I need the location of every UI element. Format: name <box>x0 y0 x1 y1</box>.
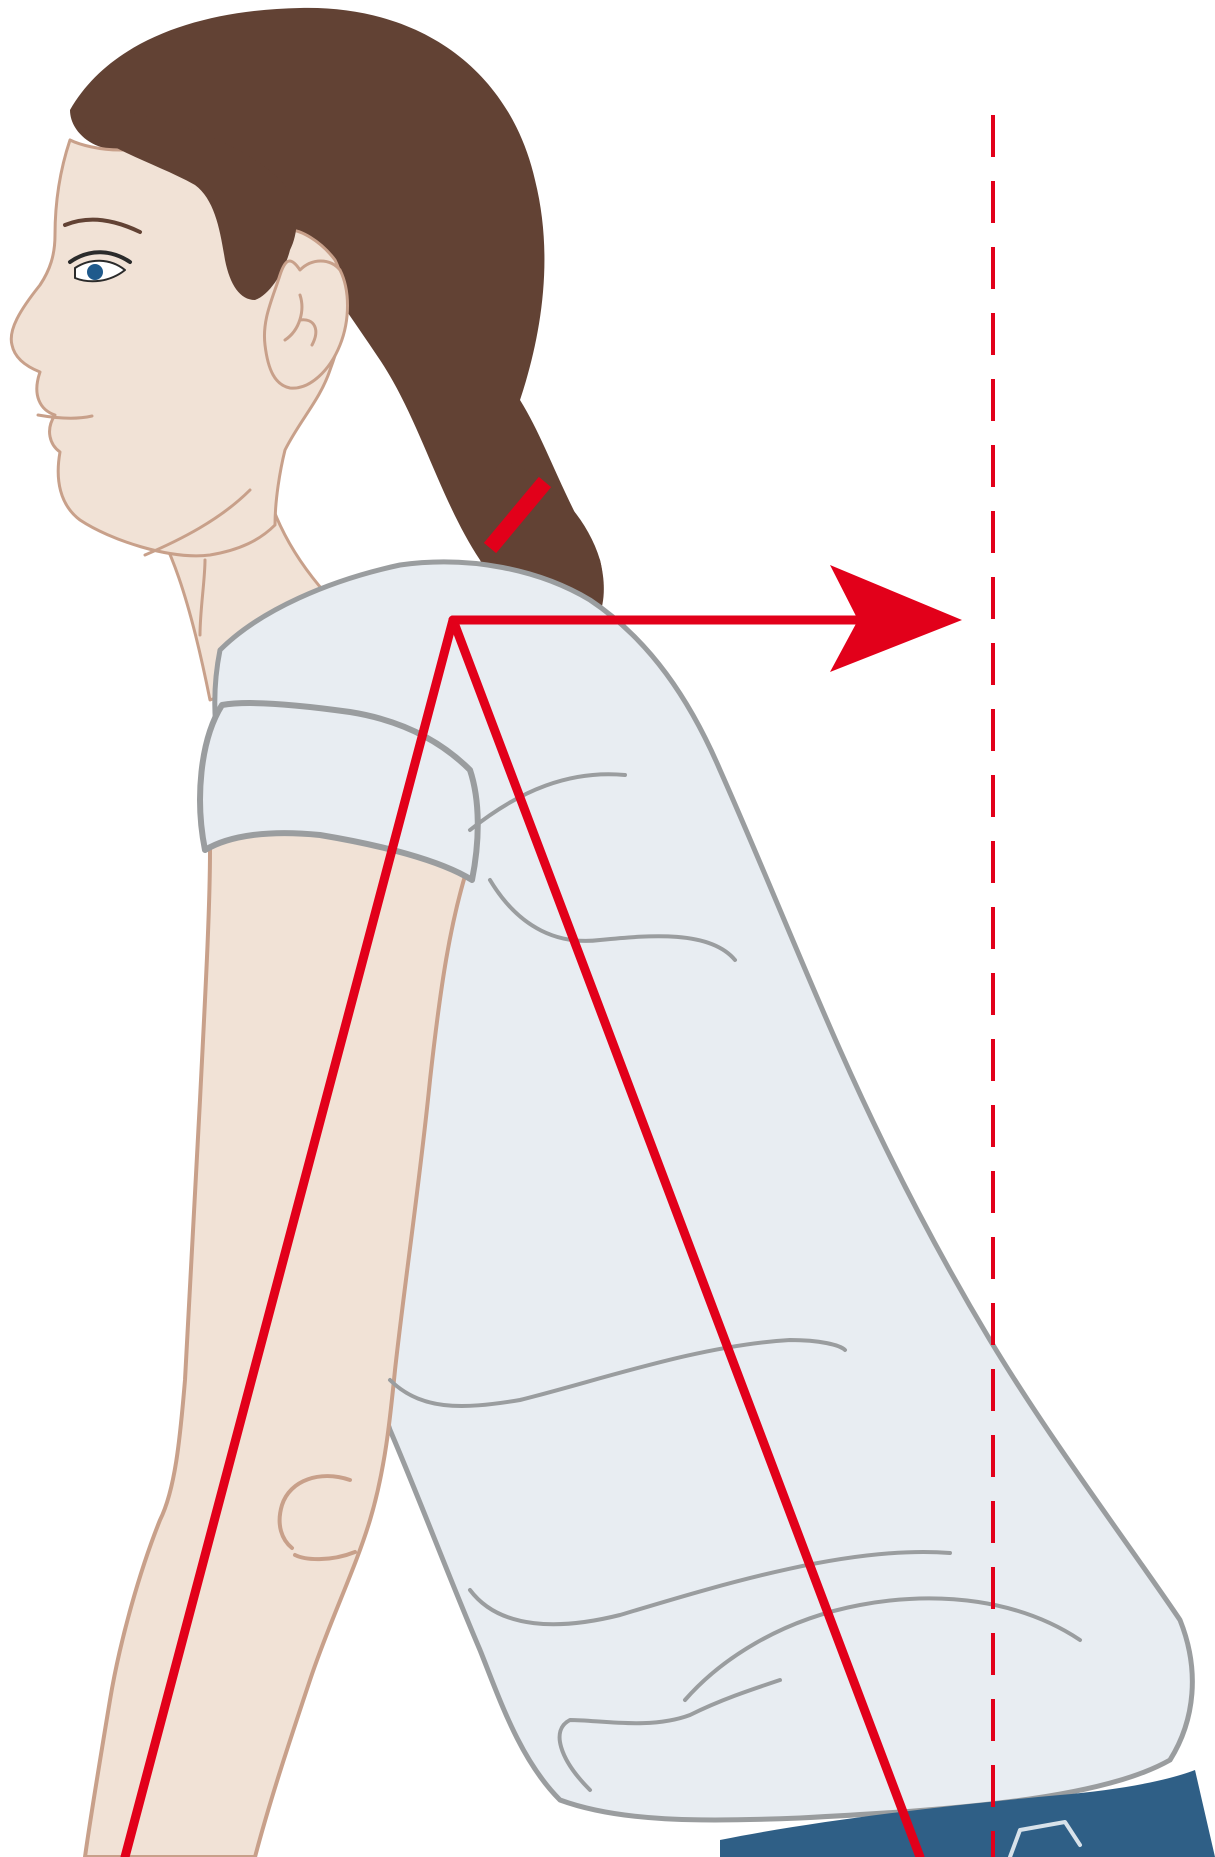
ear <box>264 261 347 388</box>
iris <box>87 264 103 280</box>
